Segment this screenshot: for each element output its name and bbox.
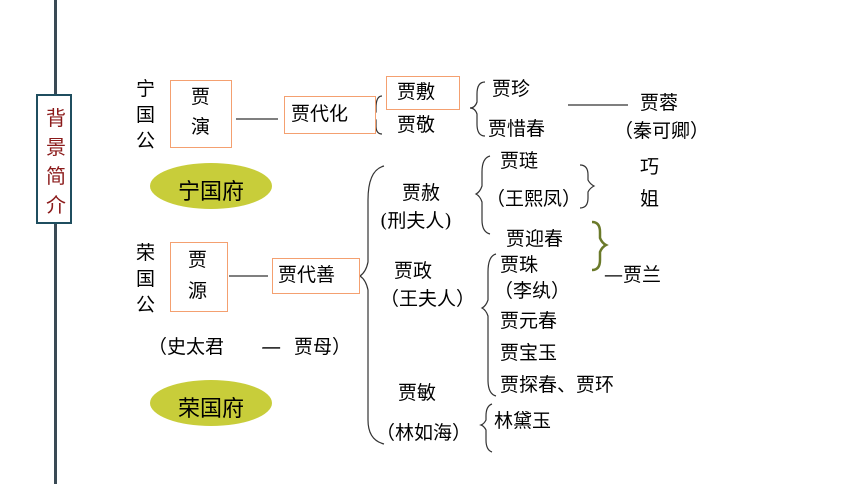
brace-min-children — [479, 403, 493, 453]
zheng-child-spouse: （李纨） — [494, 280, 571, 302]
zheng-child: 贾元春 — [500, 310, 558, 332]
she-child: 贾琏 — [500, 150, 539, 172]
ningguo-title-char: 宁 — [136, 78, 156, 100]
qiaojie-char: 巧 — [640, 156, 660, 178]
brace-jialan — [591, 220, 609, 272]
ningguo-ancestor-char: 贾 — [191, 86, 211, 108]
rongguo-ancestor-char: 源 — [188, 280, 208, 302]
rongguo-title-char: 国 — [136, 268, 156, 290]
zheng-name: 贾政 — [394, 260, 433, 282]
ningguo-grandson-box — [386, 76, 460, 110]
ningguo-heir-spouse: （秦可卿） — [614, 120, 710, 142]
brace-zheng-children — [480, 253, 497, 397]
section-label-char: 背 — [46, 106, 66, 130]
ningguo-grandson: 贾敬 — [397, 114, 436, 136]
ningguo-son-box — [284, 96, 376, 134]
ningguo-son: 贾代化 — [291, 103, 349, 125]
rongguo-ancestor-char: 贾 — [188, 249, 208, 271]
brace-she-children — [474, 155, 491, 235]
ningguo-mansion-oval: 宁国府 — [150, 163, 272, 209]
section-label-box: 背 景 简 介 — [36, 94, 72, 224]
ningguo-title-char: 国 — [136, 104, 156, 126]
rongguo-title-char: 公 — [136, 294, 156, 316]
min-spouse: （林如海） — [376, 422, 472, 444]
ningguo-title-char: 公 — [136, 130, 156, 152]
rongguo-son-box — [272, 258, 360, 294]
ningguo-grandson: 贾敷 — [397, 81, 436, 103]
qiaojie-char: 姐 — [640, 188, 660, 210]
brace-qiaojie — [579, 164, 596, 209]
rongguo-mansion-oval: 荣国府 — [150, 380, 272, 426]
ningguo-child: 贾惜春 — [488, 118, 546, 140]
rongguo-ancestor-box — [170, 242, 228, 312]
rongguo-matriarch-name: 贾母） — [294, 336, 352, 358]
brace-children — [469, 81, 486, 137]
rongguo-mansion-label: 荣国府 — [177, 397, 244, 422]
she-child: 贾迎春 — [506, 228, 564, 250]
min-name: 贾敏 — [398, 382, 437, 404]
zheng-spouse: （王夫人） — [380, 288, 476, 310]
brace-rong-children — [358, 165, 385, 445]
rongguo-title-char: 荣 — [136, 242, 156, 264]
section-label-char: 景 — [46, 135, 66, 159]
ningguo-ancestor-box — [170, 80, 232, 148]
she-name: 贾赦 — [402, 182, 441, 204]
section-label-char: 简 — [46, 164, 66, 188]
ningguo-child: 贾珍 — [492, 78, 531, 100]
jialan: —贾兰 — [604, 264, 662, 286]
section-label-char: 介 — [46, 193, 66, 217]
zheng-child: 贾珠 — [500, 254, 539, 276]
rongguo-matriarch-dash: — — [262, 336, 281, 358]
min-child: 林黛玉 — [494, 410, 552, 432]
she-child-spouse: （王熙凤） — [486, 188, 582, 210]
she-spouse: (刑夫人) — [380, 210, 452, 232]
zheng-child: 贾探春、贾环 — [500, 374, 615, 396]
zheng-child: 贾宝玉 — [500, 342, 558, 364]
timeline-rule — [54, 0, 57, 484]
rongguo-matriarch-title: （史太君 — [148, 336, 225, 358]
ningguo-heir: 贾蓉 — [640, 92, 679, 114]
rongguo-son: 贾代善 — [278, 264, 336, 286]
ningguo-ancestor-char: 演 — [191, 116, 211, 138]
ningguo-mansion-label: 宁国府 — [177, 180, 244, 205]
